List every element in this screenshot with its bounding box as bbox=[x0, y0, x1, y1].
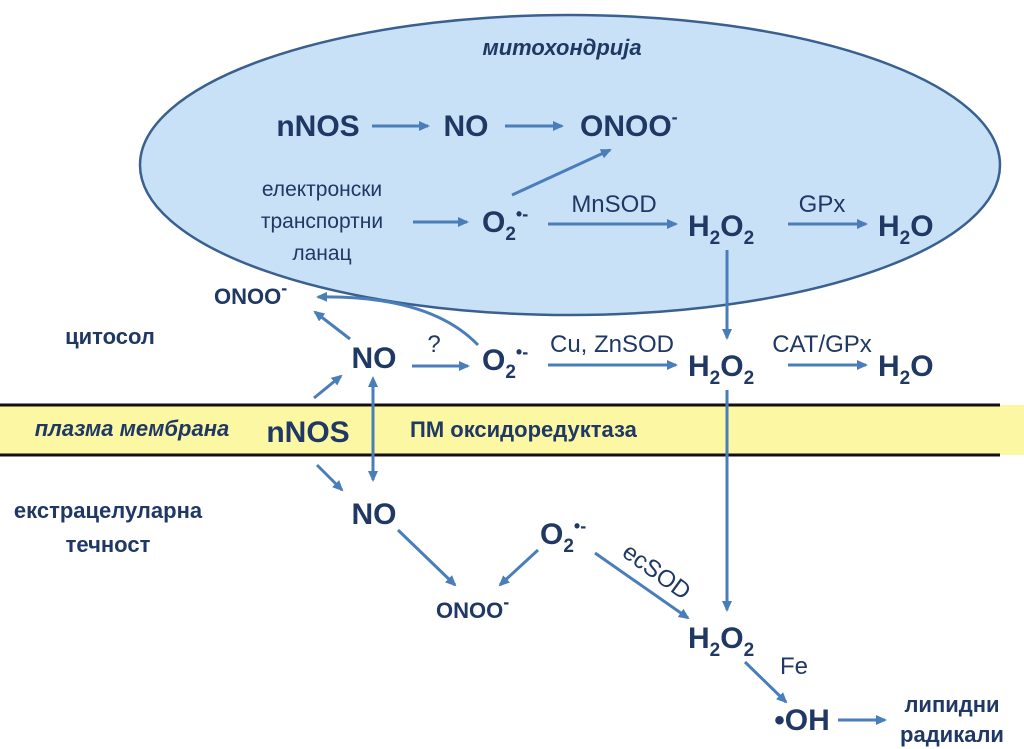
arrow-extra-h2o2-oh bbox=[743, 660, 788, 704]
mito-h2o: H2O bbox=[878, 210, 934, 249]
mito-h2o2: H2O2 bbox=[688, 210, 754, 249]
label-extracellular-line2: течност bbox=[66, 532, 151, 557]
cyto-catgpx-label: CAT/GPx bbox=[772, 331, 872, 358]
extra-h2o2: H2O2 bbox=[688, 622, 754, 661]
extra-superoxide: O2•- bbox=[540, 516, 586, 557]
arrow-extra-o2-onoo bbox=[498, 548, 540, 587]
extra-hydroxyl: •OH bbox=[774, 704, 830, 737]
membrane-nnos: nNOS bbox=[266, 416, 349, 449]
label-cytosol: цитосол bbox=[65, 324, 155, 349]
plasma-membrane-band bbox=[0, 405, 1024, 455]
mito-nnos: nNOS bbox=[276, 110, 359, 143]
label-mitochondria: митохондрија bbox=[482, 35, 641, 60]
mitochondrion-ellipse bbox=[138, 13, 1002, 317]
cyto-no: NO bbox=[352, 342, 397, 375]
arrow-cyto-o2-onoo bbox=[316, 291, 480, 347]
mito-superoxide: O2•- bbox=[482, 204, 528, 245]
extra-lipid-line2: радикали bbox=[900, 722, 1004, 747]
arrow-cyto-no-onoo bbox=[313, 310, 351, 341]
arrow-nnos-extra-no bbox=[315, 463, 344, 492]
arrow-nnos-cyto-no bbox=[313, 374, 343, 400]
mito-no: NO bbox=[444, 110, 489, 143]
mito-etc-line3: ланац bbox=[292, 242, 351, 265]
extra-onoo: ONOO- bbox=[436, 592, 509, 623]
mito-etc-line1: електронски bbox=[262, 178, 382, 201]
arrow-extra-no-onoo bbox=[396, 528, 457, 587]
mito-mnsod-label: MnSOD bbox=[571, 191, 656, 218]
membrane-pm-oxidoreductase: ПМ оксидоредуктаза bbox=[410, 417, 638, 442]
extra-lipid-line1: липидни bbox=[904, 692, 999, 717]
cyto-cuznsod-label: Cu, ZnSOD bbox=[550, 331, 674, 358]
arrow-mito-o2-onoo bbox=[511, 148, 612, 197]
arrows bbox=[313, 121, 887, 725]
mito-etc-line2: транспортни bbox=[261, 210, 383, 233]
cyto-h2o: H2O bbox=[878, 350, 934, 389]
cyto-onoo: ONOO- bbox=[214, 278, 287, 309]
extra-fe-label: Fe bbox=[780, 653, 808, 680]
cyto-question: ? bbox=[427, 331, 440, 358]
mito-onoo: ONOO- bbox=[580, 107, 678, 143]
arrow-extra-o2-h2o2 bbox=[594, 551, 690, 620]
mito-gpx-label: GPx bbox=[799, 191, 846, 218]
cyto-superoxide: O2•- bbox=[482, 342, 528, 383]
extra-no: NO bbox=[352, 498, 397, 531]
cyto-h2o2: H2O2 bbox=[688, 350, 754, 389]
label-extracellular-line1: екстрацелуларна bbox=[14, 498, 203, 523]
label-plasma-membrane: плазма мембрана bbox=[35, 416, 230, 441]
